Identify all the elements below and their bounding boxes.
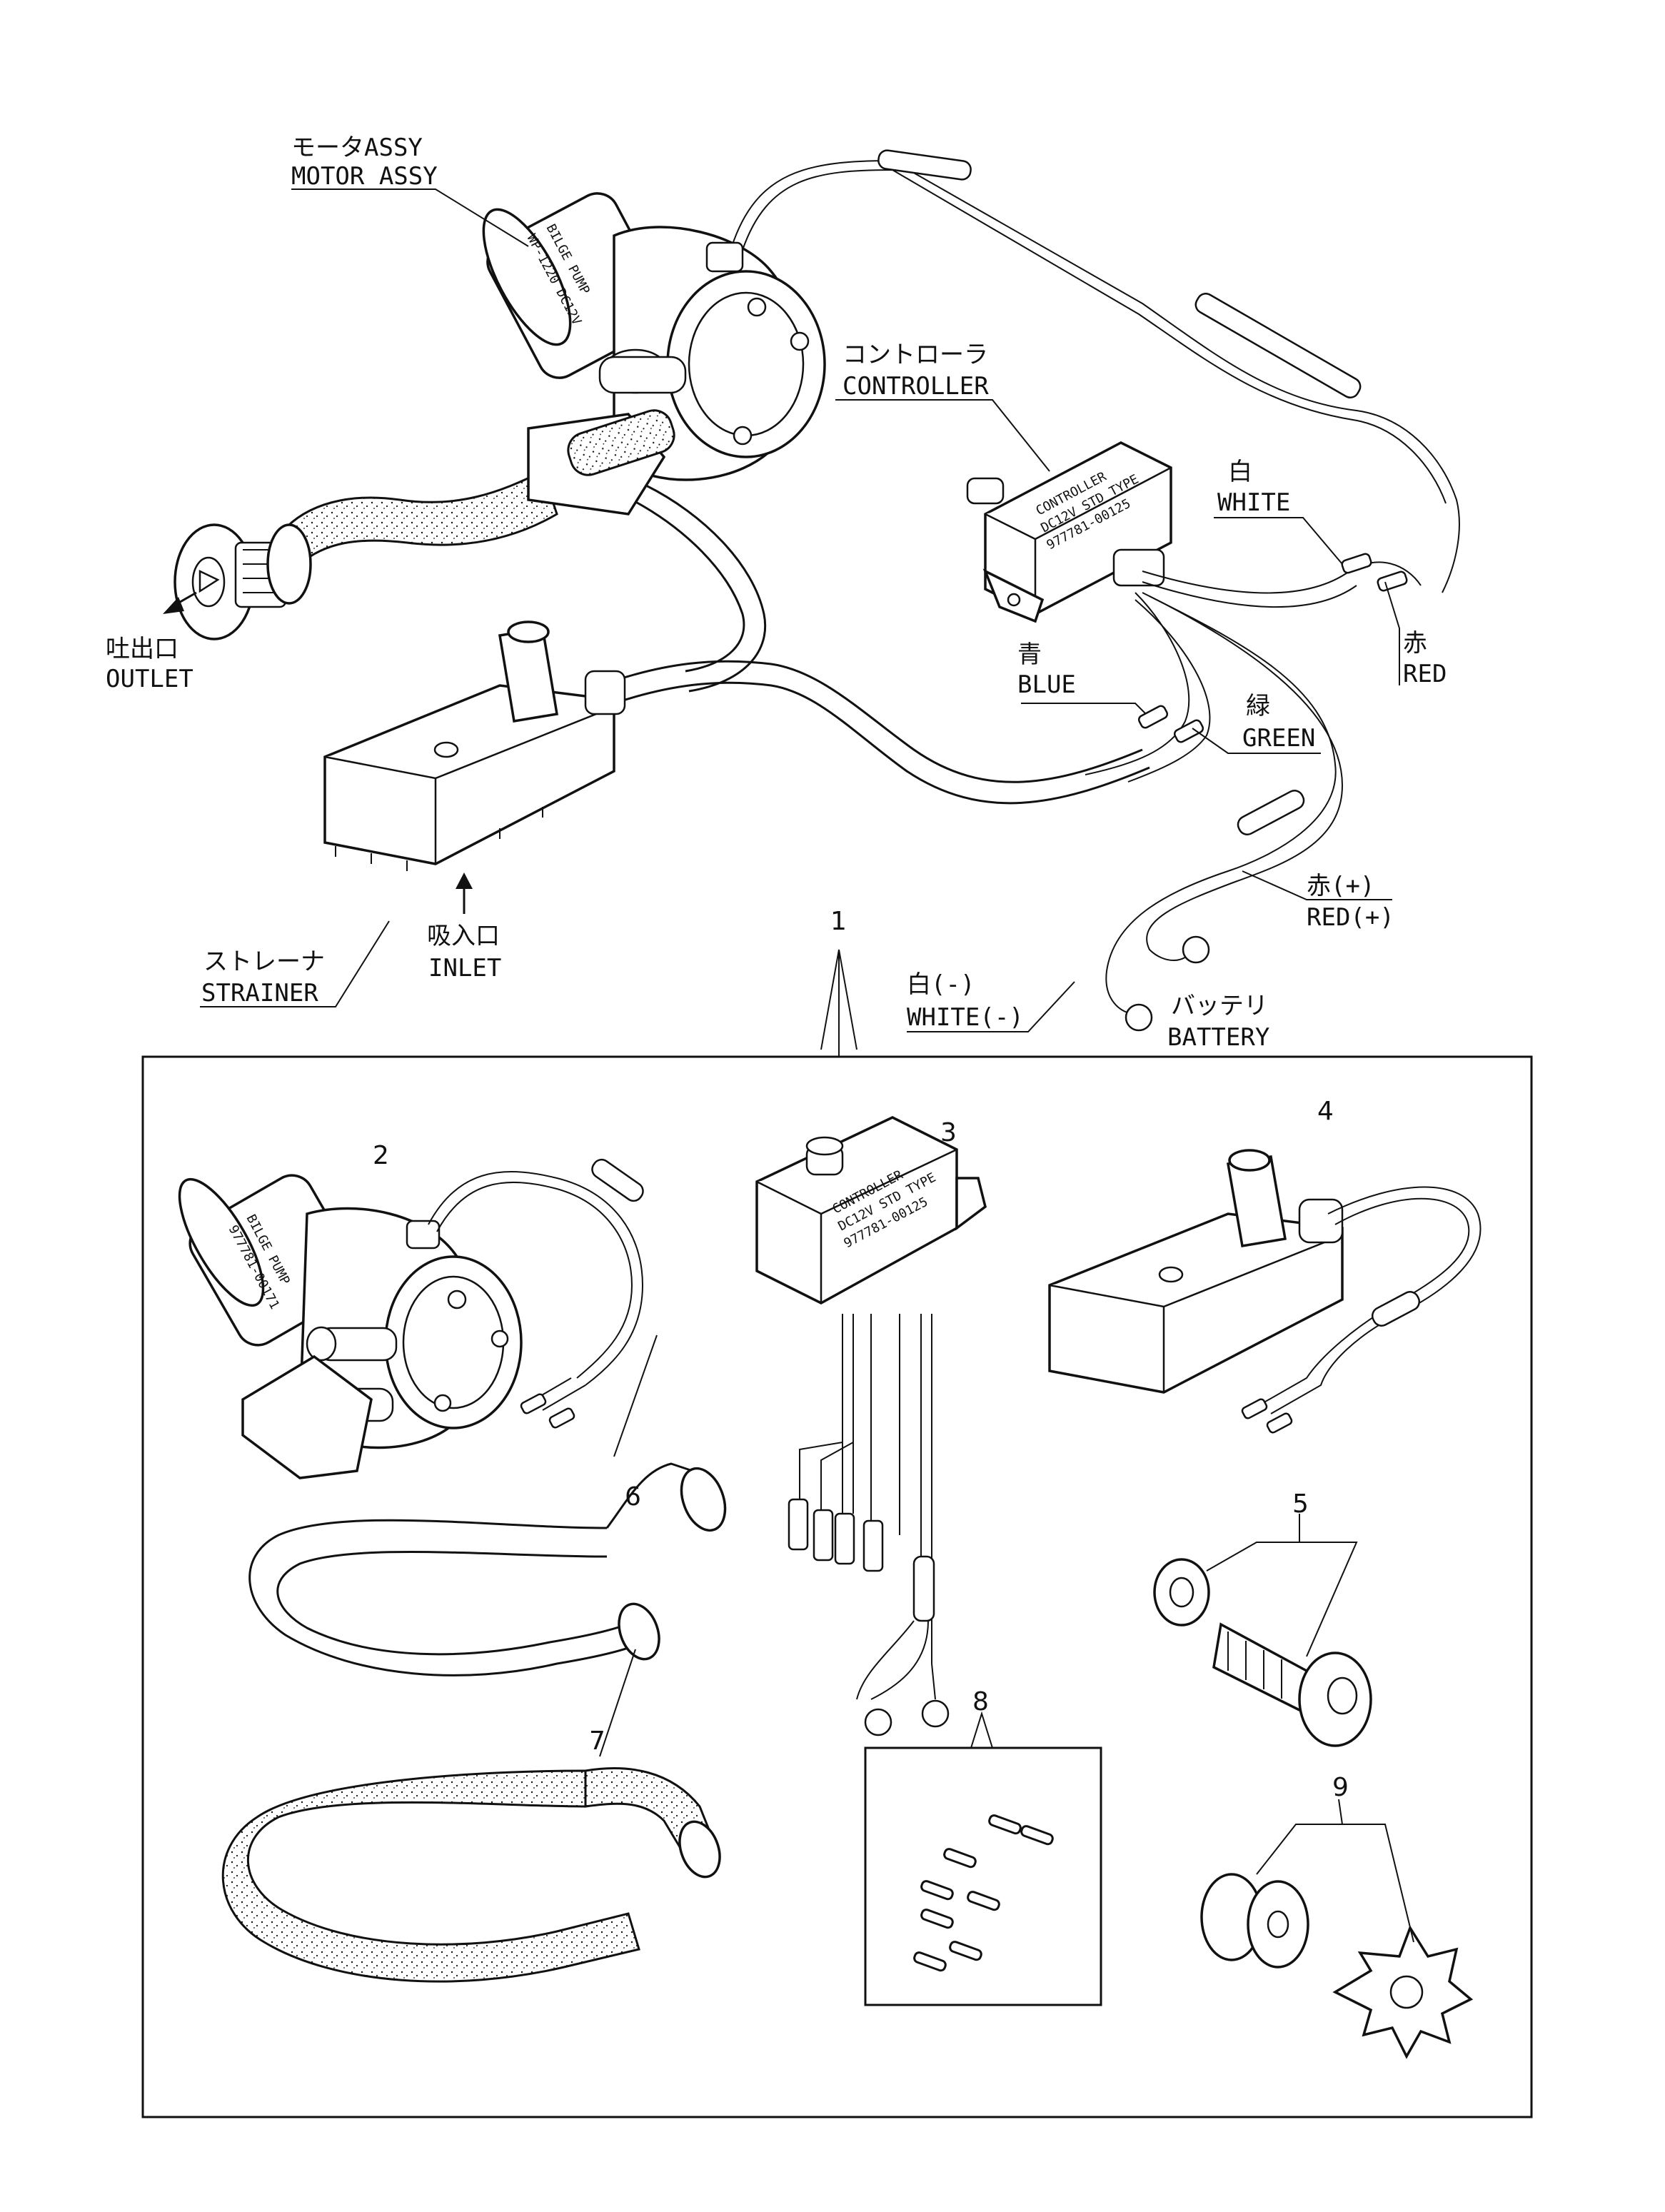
part-number-5: 5 [1292,1489,1309,1519]
part-8-screws [864,1711,1102,2006]
inlet-label-jp: 吸入口 [427,922,500,950]
controller-label-jp: コントローラ [842,341,988,369]
harness-sleeve-2 [1194,293,1362,398]
part-number-1: 1 [830,907,847,936]
white-label-jp: 白 [1228,458,1252,486]
strainer-hose-loop [610,660,1143,783]
battery-terminal-pos [1182,935,1210,964]
part-numbers: 1 2 3 4 5 6 7 8 9 [373,907,1349,1802]
blue-label-jp: 青 [1017,640,1042,669]
part-number-4: 4 [1317,1097,1334,1126]
controller-wires [1142,561,1422,594]
part-number-7: 7 [589,1726,605,1756]
outlet-label-jp: 吐出口 [106,635,178,663]
blue-label-en: BLUE [1017,670,1076,699]
green-label-jp: 緑 [1246,692,1270,720]
part-9-impeller [1200,1799,1474,2059]
fuse-holder [1237,790,1305,835]
white-label-en: WHITE [1217,488,1290,517]
strainer-overview [323,620,626,871]
part-3-controller: CONTROLLER DC12V STD TYPE 977781-00125 [755,1116,987,1736]
red-plus-label-jp: 赤(+) [1307,872,1374,900]
part-4-strainer [1048,1149,1482,1434]
inlet-label-en: INLET [428,954,501,982]
battery-terminal-neg [1125,1003,1153,1032]
part-number-9: 9 [1332,1773,1349,1802]
white-minus-label-jp: 白(-) [907,970,975,999]
parts-box [141,1055,1533,2118]
callout-1-leader [820,949,857,1057]
harness-cable-top [731,159,1460,593]
green-label-en: GREEN [1242,724,1315,753]
battery-label-en: BATTERY [1167,1023,1269,1052]
harness-sleeve-1 [877,149,972,181]
controller-label-en: CONTROLLER [842,372,989,401]
part-7-hose [221,1649,721,1983]
outlet-fitting [173,523,312,640]
strainer-label-jp: ストレーナ [203,947,325,976]
part-number-2: 2 [373,1141,389,1170]
outlet-hose [281,469,558,566]
red-plus-label-en: RED(+) [1307,903,1394,932]
red-label-en: RED [1403,660,1447,688]
part-number-6: 6 [625,1482,641,1512]
controller-overview: CONTROLLER DC12V STD TYPE 977781-00125 [966,441,1172,623]
white-minus-label-en: WHITE(-) [907,1003,1024,1032]
motor-label-jp: モータASSY [291,134,423,162]
part-5-fitting [1153,1514,1372,1747]
strainer-label-en: STRAINER [201,979,318,1007]
motor-label-en: MOTOR ASSY [291,162,438,191]
pump-motor-assy: BILGE PUMP WP-1220 DC12V [482,192,826,516]
labels: モータASSY MOTOR ASSY コントローラ CONTROLLER 白 W… [106,134,1447,1052]
part-number-8: 8 [972,1687,989,1716]
part-2-pump: BILGE PUMP 977781-00171 [178,1158,644,1479]
assembly-overview: BILGE PUMP WP-1220 DC12V CONTROLLER [163,149,1460,1057]
part-6-hose [248,1334,727,1676]
battery-label-jp: バッテリ [1171,992,1268,1020]
red-label-jp: 赤 [1403,629,1427,658]
outlet-label-en: OUTLET [106,665,193,693]
part-number-3: 3 [940,1118,957,1147]
